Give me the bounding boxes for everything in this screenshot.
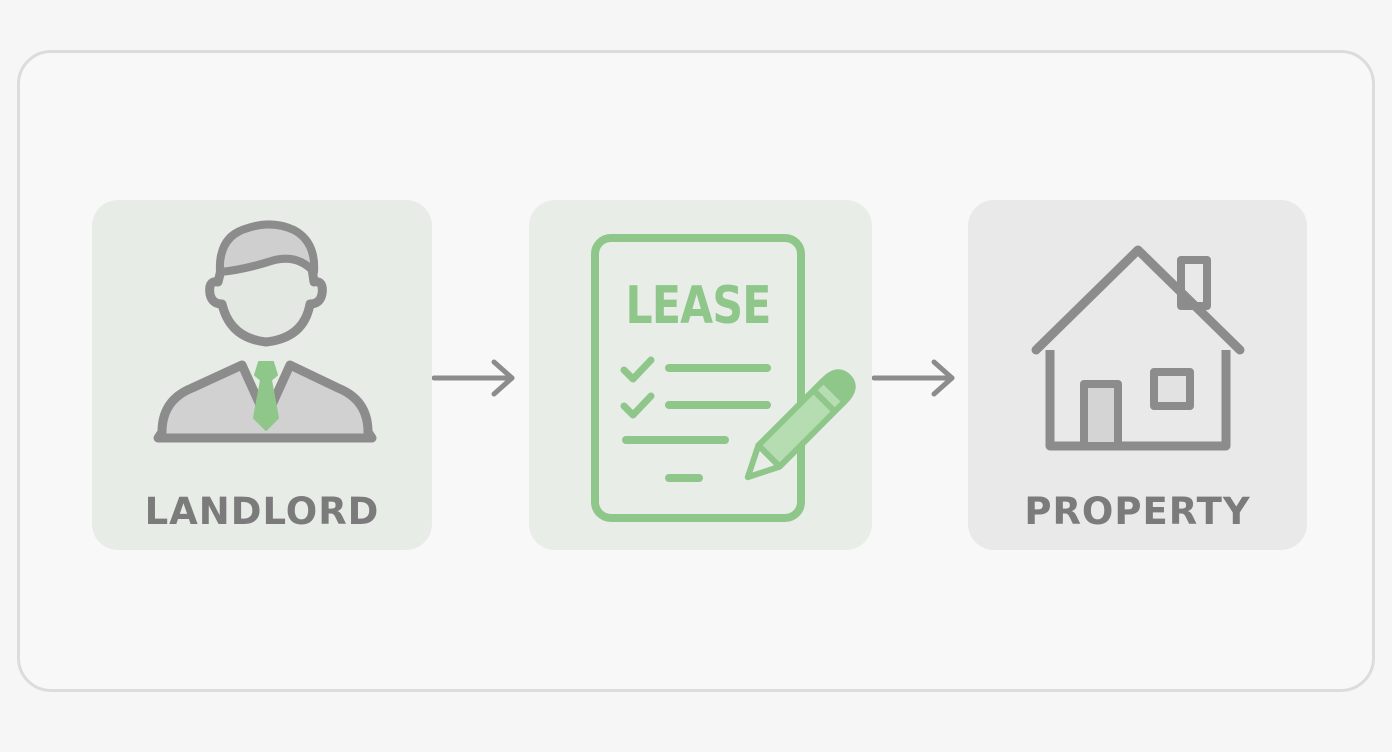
arrow-right-icon: [432, 359, 515, 397]
house-icon: [1031, 245, 1245, 451]
arrow-right-icon: [872, 359, 955, 397]
lease-title: LEASE: [625, 276, 771, 336]
property-label: PROPERTY: [1024, 490, 1251, 533]
property-card: PROPERTY: [968, 200, 1307, 550]
person-with-tie-icon: [153, 220, 377, 443]
landlord-card: LANDLORD: [92, 200, 432, 550]
lease-document-with-pencil-icon: [591, 234, 856, 522]
landlord-label: LANDLORD: [144, 490, 380, 533]
lease-card: LEASE: [529, 200, 872, 550]
